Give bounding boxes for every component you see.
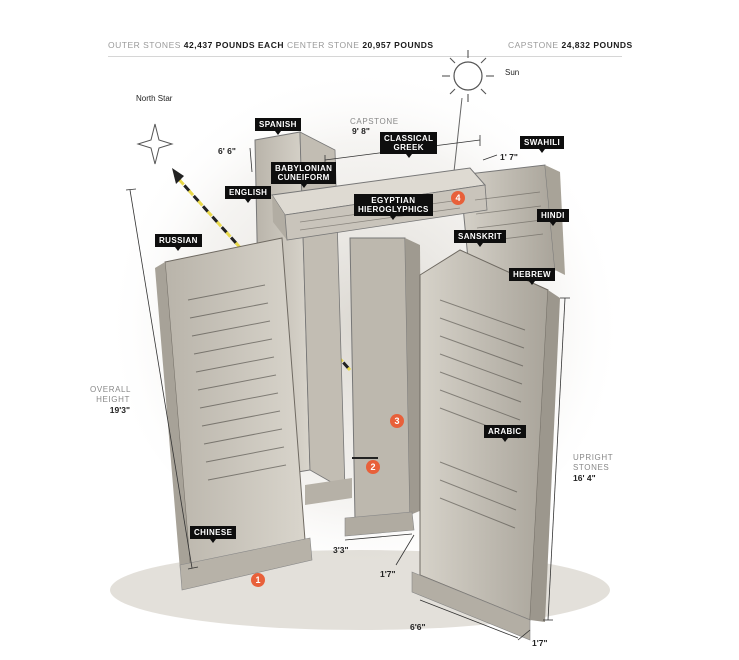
dim-capstone-depth-line <box>482 154 498 161</box>
language-label-arabic: ARABIC <box>484 425 526 442</box>
center-stone <box>344 237 422 537</box>
marker-3: 3 <box>390 414 404 428</box>
language-label-swahili: SWAHILI <box>520 136 565 153</box>
dim-center-width: 3'3" <box>333 545 349 555</box>
dim-center-depth: 1'7" <box>380 569 396 579</box>
stone-front-right <box>411 249 560 641</box>
language-label-egyptian: EGYPTIAN HIEROGLYPHICS <box>354 194 433 220</box>
dim-outer-width-line <box>419 599 519 639</box>
dim-capstone-depth: 1' 7" <box>500 152 518 162</box>
dim-capstone-length: 9' 8" <box>352 126 370 136</box>
language-label-russian: RUSSIAN <box>155 234 202 251</box>
north-star-label: North Star <box>136 94 173 103</box>
stone-front-left <box>155 237 313 591</box>
marker-4: 4 <box>451 191 465 205</box>
language-label-classical-greek: CLASSICAL GREEK <box>380 132 438 158</box>
dim-capstone-height: 6' 6" <box>218 146 236 156</box>
north-star-icon <box>136 123 174 165</box>
marker-1: 1 <box>251 573 265 587</box>
language-label-hindi: HINDI <box>537 209 569 226</box>
dim-overall-label: OVERALL HEIGHT <box>90 385 132 404</box>
dim-center-depth-line <box>395 534 415 566</box>
dim-upright-value: 16' 4" <box>573 473 596 483</box>
dim-overall-height-line <box>129 189 193 569</box>
language-label-chinese: CHINESE <box>190 526 237 543</box>
stat-outer-stones: OUTER STONES 42,437 POUNDS EACH <box>108 40 284 50</box>
dim-outer-depth-line <box>517 629 531 641</box>
dim-capstone-height-line <box>249 147 253 173</box>
dim-upright-label: UPRIGHT STONES <box>573 453 614 472</box>
sun-label: Sun <box>505 68 520 77</box>
language-label-sanskrit: SANSKRIT <box>454 230 507 247</box>
stat-capstone: CAPSTONE 24,832 POUNDS <box>508 40 633 50</box>
dim-outer-width: 6'6" <box>410 622 426 632</box>
marker-2: 2 <box>366 460 380 474</box>
language-label-english: ENGLISH <box>225 186 272 203</box>
dim-center-width-line <box>344 533 413 541</box>
language-label-babylonian: BABYLONIAN CUNEIFORM <box>271 162 337 188</box>
language-label-spanish: SPANISH <box>255 118 301 135</box>
sightline-arrow-icon <box>172 168 184 184</box>
dim-capstone-label: CAPSTONE <box>350 117 399 126</box>
dim-overall-value: 19'3" <box>109 405 130 415</box>
sun-icon <box>442 50 494 102</box>
language-label-hebrew: HEBREW <box>509 268 555 285</box>
dim-outer-depth: 1'7" <box>532 638 548 648</box>
dim-upright-line <box>547 297 566 621</box>
